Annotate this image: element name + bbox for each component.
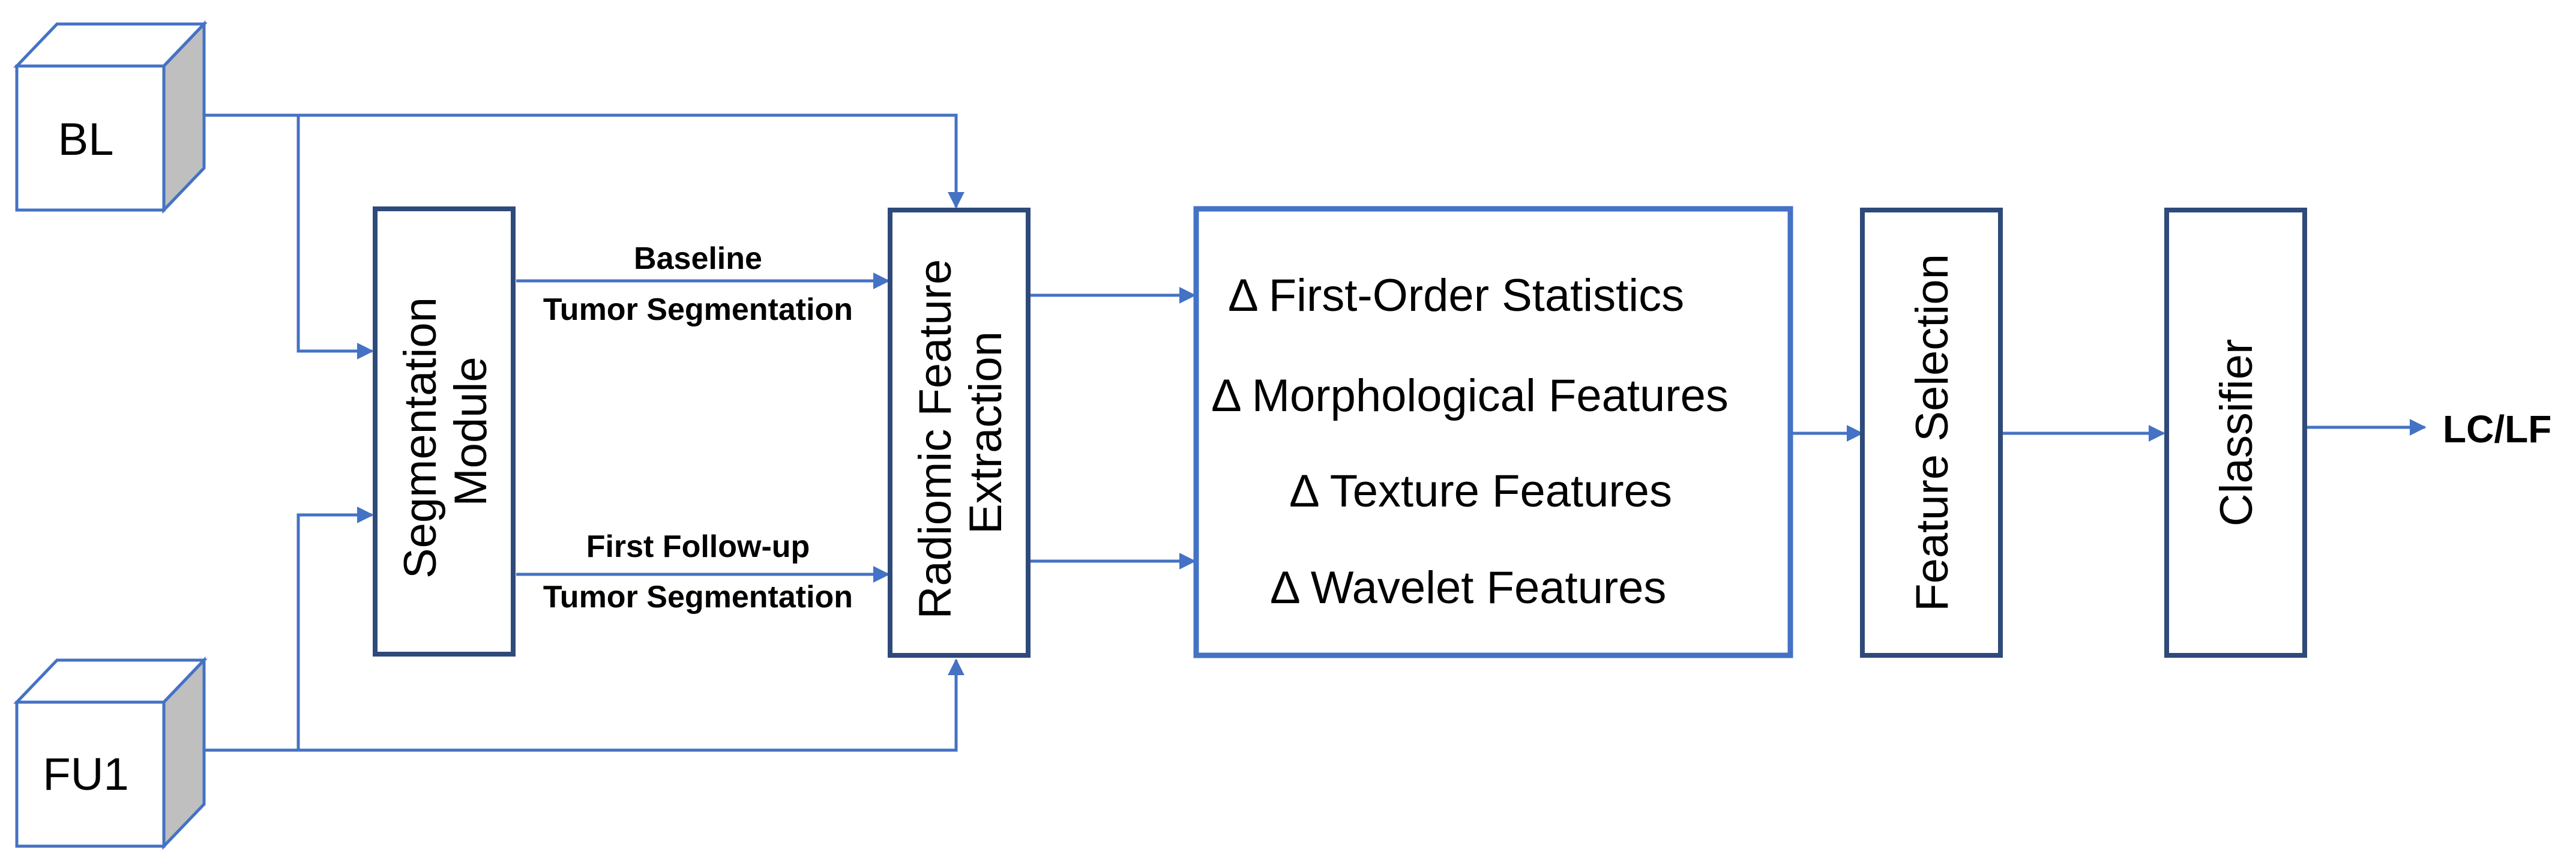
baseline-volume-cube: BL: [13, 20, 208, 214]
feature-morphological: Δ Morphological Features: [1211, 370, 1729, 421]
followup-edge-label-1: First Follow-up: [586, 529, 810, 564]
fu1-to-radiomic-arrow: [204, 658, 964, 752]
radiomic-line1: Radiomic Feature: [910, 259, 961, 619]
baseline-edge-label-1: Baseline: [634, 241, 762, 276]
followup-label: FU1: [43, 749, 129, 800]
baseline-label: BL: [58, 114, 114, 165]
followup-edge-label-2: Tumor Segmentation: [543, 580, 853, 615]
segmentation-module: Segmentation Module: [373, 206, 516, 657]
baseline-edge-label-2: Tumor Segmentation: [543, 292, 853, 327]
classifier-label: Classifier: [2211, 339, 2262, 527]
feature-selection-module: Feature Selection: [1860, 208, 2003, 658]
segmentation-line1: Segmentation: [395, 297, 446, 579]
radiomic-module-label: Radiomic Feature Extraction: [910, 247, 1011, 619]
classifier-module: Classifier: [2164, 208, 2307, 658]
bl-to-segmentation-arrow: [296, 115, 374, 359]
feature-wavelet: Δ Wavelet Features: [1270, 562, 1666, 613]
radiomic-extraction-module: Radiomic Feature Extraction: [888, 208, 1031, 658]
radiomic-line2: Extraction: [960, 331, 1011, 534]
delta-features-box: Δ First-Order Statistics Δ Morphological…: [1193, 206, 1793, 658]
segmentation-module-label: Segmentation Module: [395, 284, 496, 579]
feature-texture: Δ Texture Features: [1289, 466, 1672, 517]
followup-volume-cube: FU1: [13, 656, 208, 850]
segmentation-line2: Module: [445, 356, 496, 506]
feature-selection-label: Feature Selection: [1907, 254, 1958, 612]
bl-to-radiomic-arrow: [204, 113, 964, 209]
connectors: [204, 113, 2427, 752]
fu1-to-segmentation-arrow: [296, 507, 374, 750]
feature-first-order: Δ First-Order Statistics: [1228, 270, 1684, 321]
output-label: LC/LF: [2443, 407, 2551, 451]
